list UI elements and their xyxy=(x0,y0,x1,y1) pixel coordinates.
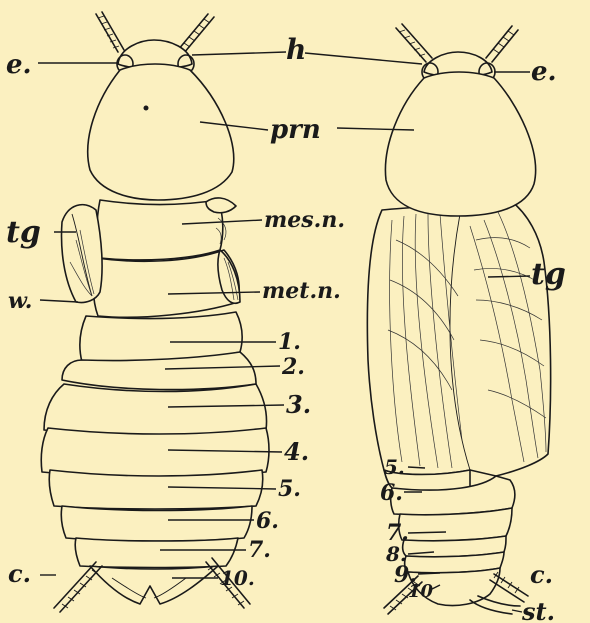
left-abd-tip xyxy=(90,566,218,604)
left-mesonotum xyxy=(97,200,223,260)
label-head: h xyxy=(286,33,306,66)
left-abd-seg-3 xyxy=(44,384,267,435)
left-abd-seg-5 xyxy=(49,470,263,509)
label-left-seg2: 2. xyxy=(281,354,305,380)
left-abd-seg-7 xyxy=(75,538,238,568)
label-left-seg4: 4. xyxy=(284,437,309,466)
left-abd-seg-6 xyxy=(61,506,252,541)
label-left-eye: e. xyxy=(6,50,32,80)
label-left-seg10: 10. xyxy=(220,566,255,590)
label-right-eye: e. xyxy=(531,57,557,87)
label-left-seg1: 1. xyxy=(278,329,301,355)
label-left-seg5: 5. xyxy=(278,476,301,502)
label-left-cercus: c. xyxy=(8,559,31,588)
right-pronotum xyxy=(385,72,535,216)
label-right-seg5: 5. xyxy=(384,455,405,479)
label-pronotum: prn xyxy=(270,115,321,145)
label-left-tegmen: tg xyxy=(6,215,41,250)
pronotum-dot xyxy=(144,106,149,111)
label-right-tegmen: tg xyxy=(531,257,566,292)
right-tegmina xyxy=(367,200,550,476)
label-right-stylus: st. xyxy=(521,597,555,623)
label-right-seg6: 6. xyxy=(380,480,403,506)
left-right-wing-stub xyxy=(206,198,236,213)
label-mesonotum: mes.n. xyxy=(264,207,345,233)
left-specimen xyxy=(41,12,269,612)
left-abd-seg-4 xyxy=(41,428,269,477)
label-left-seg3: 3. xyxy=(286,390,311,419)
label-metanotum: met.n. xyxy=(262,278,341,304)
label-left-seg6: 6. xyxy=(256,508,279,534)
label-wing: w. xyxy=(8,288,32,314)
label-right-cercus: c. xyxy=(530,560,553,589)
label-right-seg10: 10 xyxy=(408,581,434,602)
label-left-seg7: 7. xyxy=(248,537,271,563)
left-pronotum xyxy=(88,64,234,200)
